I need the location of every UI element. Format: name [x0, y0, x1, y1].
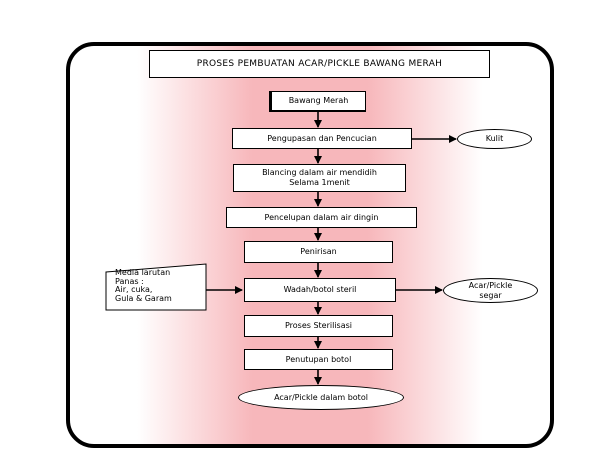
media-note-shape	[105, 263, 207, 311]
byproduct-kulit: Kulit	[457, 129, 532, 149]
step-penutupan: Penutupan botol	[244, 349, 393, 370]
input-media-larutan: Media larutan Panas : Air, cuka, Gula & …	[115, 268, 172, 303]
step-bawang-merah: Bawang Merah	[269, 91, 366, 112]
diagram-title: PROSES PEMBUATAN ACAR/PICKLE BAWANG MERA…	[149, 50, 490, 78]
step-wadah: Wadah/botol steril	[244, 278, 396, 302]
step-pengupasan: Pengupasan dan Pencucian	[232, 128, 412, 149]
step-penirisan: Penirisan	[244, 241, 393, 263]
output-acar-segar: Acar/Pickle segar	[443, 278, 538, 303]
product-acar-dalam-botol: Acar/Pickle dalam botol	[238, 385, 404, 410]
step-sterilisasi: Proses Sterilisasi	[244, 315, 393, 337]
step-pencelupan: Pencelupan dalam air dingin	[226, 207, 417, 228]
step-blancing: Blancing dalam air mendidih Selama 1meni…	[233, 164, 406, 192]
